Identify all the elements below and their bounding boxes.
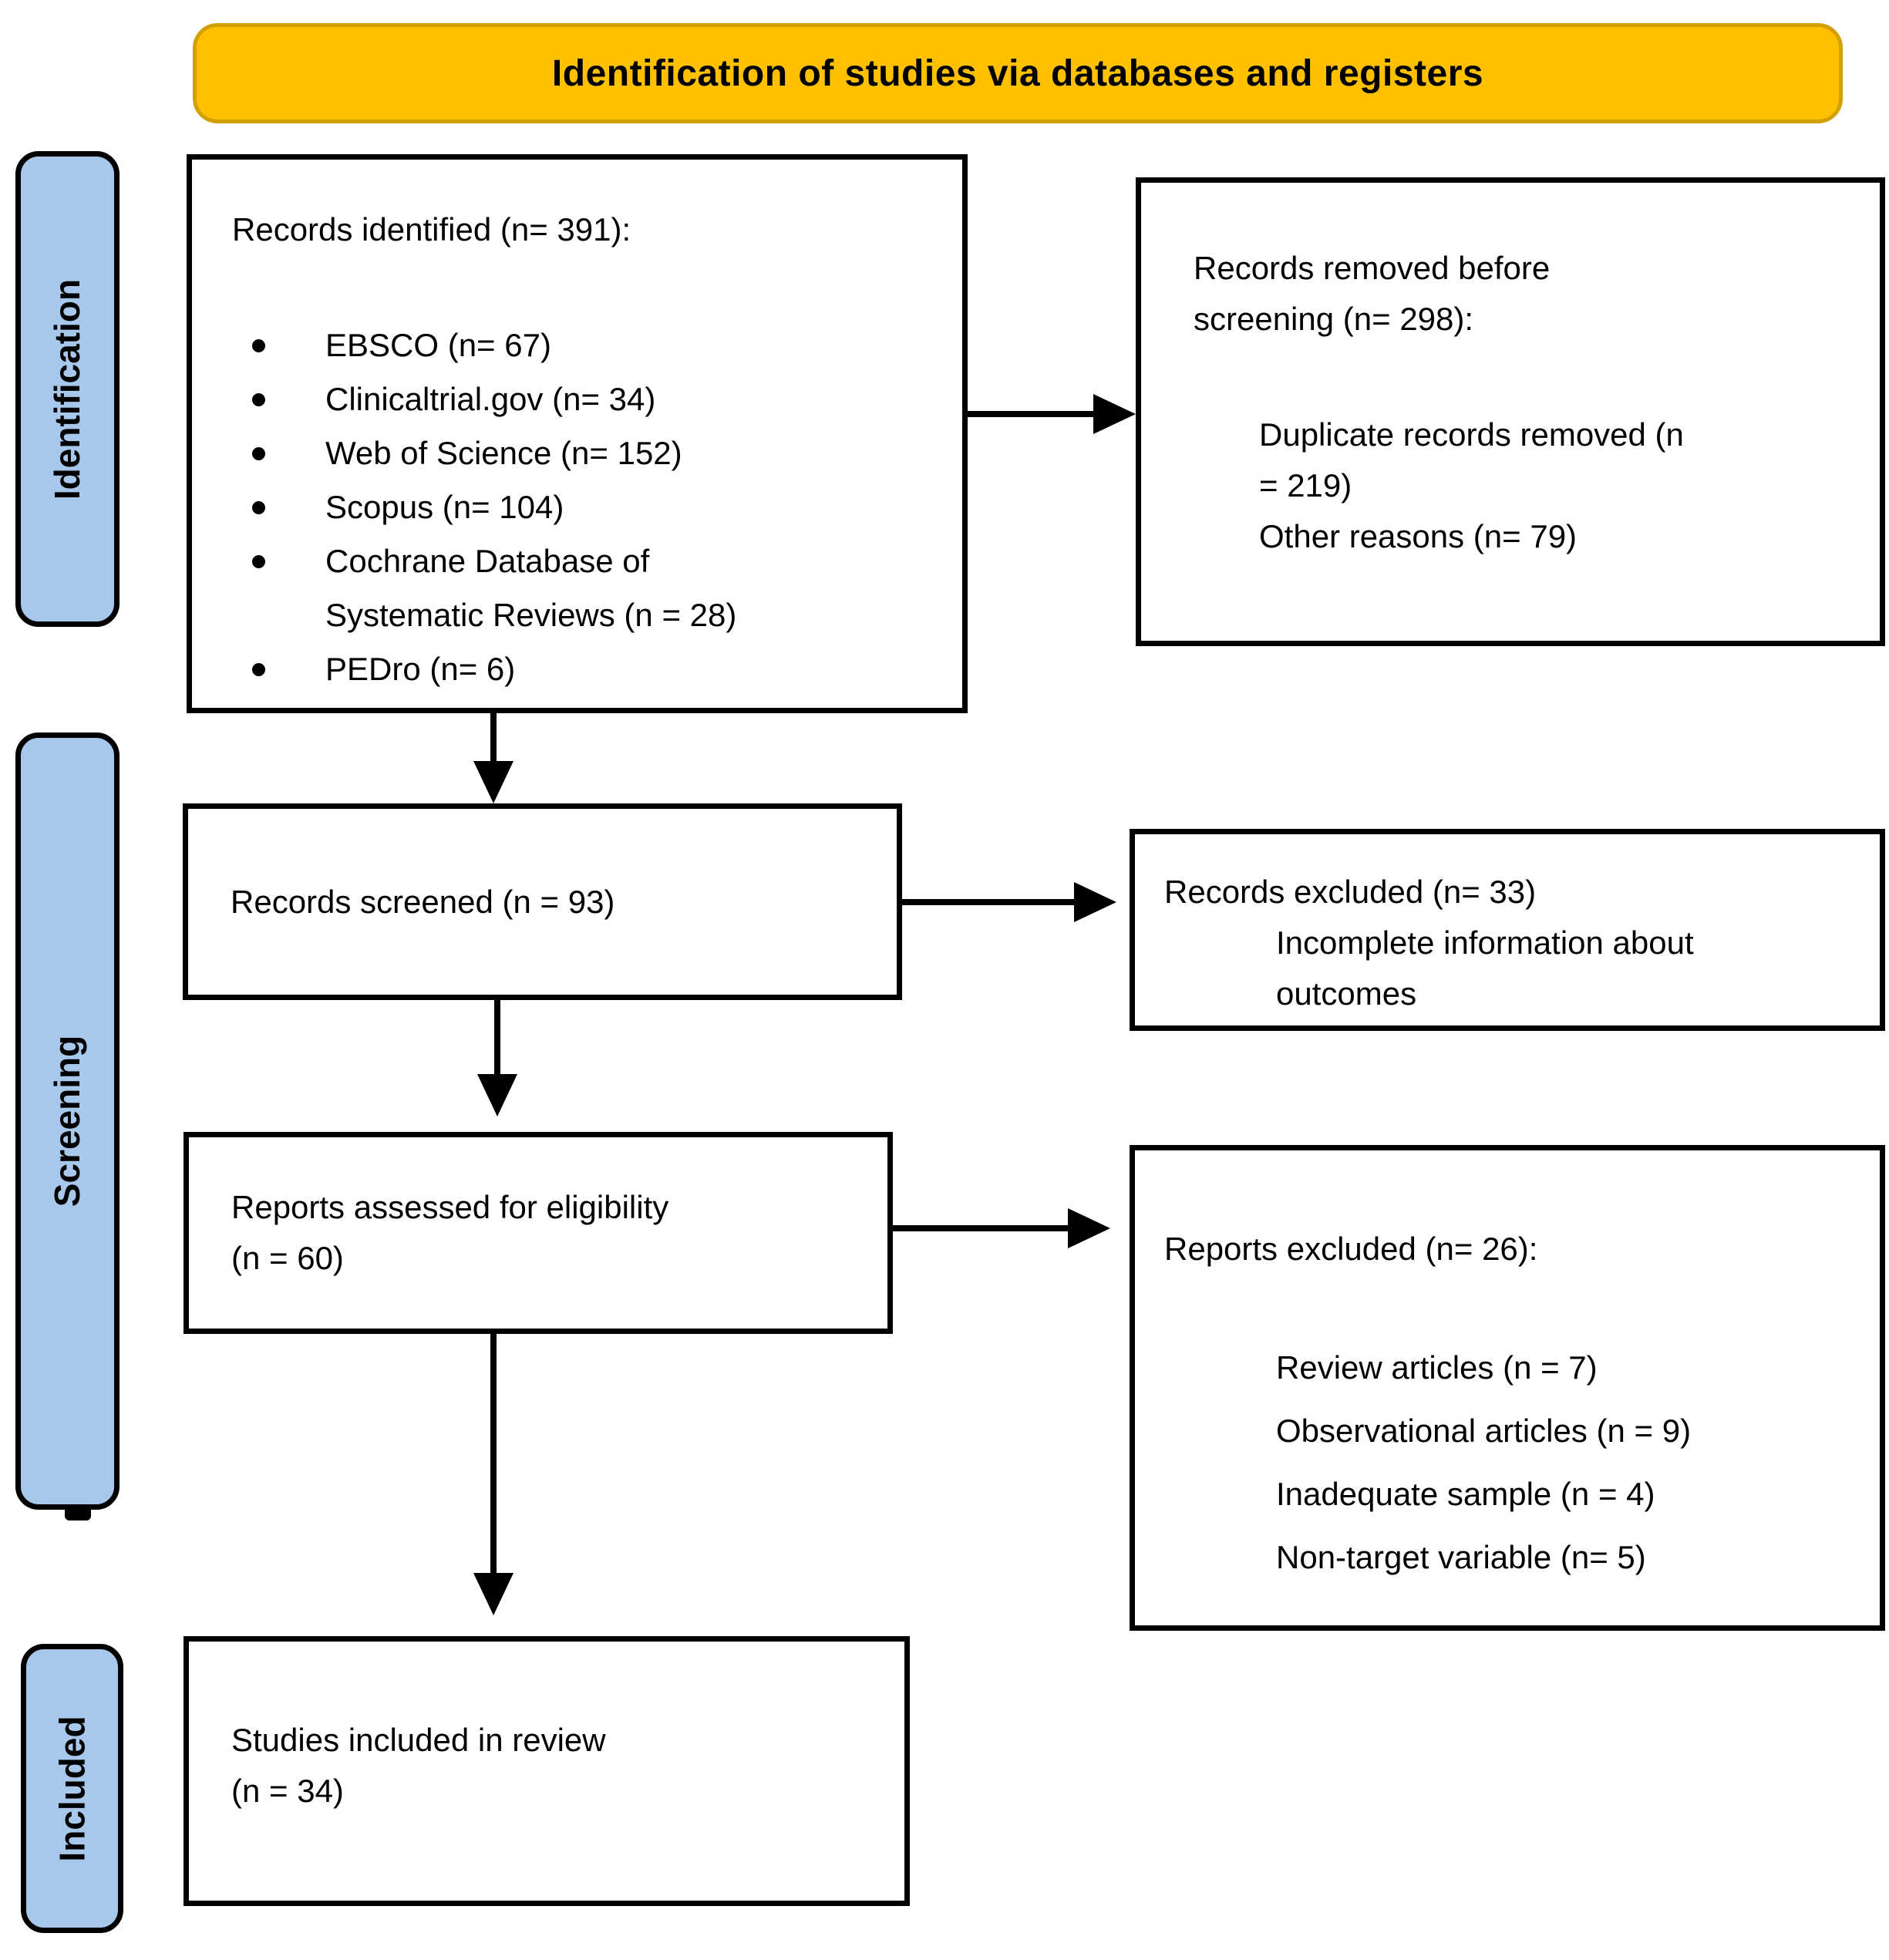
arrow-identified-to-screened	[473, 713, 513, 803]
arrow-assessed-to-included	[473, 1334, 513, 1615]
list-item: Clinicaltrial.gov (n= 34)	[232, 372, 939, 426]
records-removed-list: Duplicate records removed (n = 219) Othe…	[1259, 409, 1699, 562]
list-item-text: Incomplete information about outcomes	[1276, 924, 1694, 1012]
bullet-icon	[252, 339, 265, 352]
box-reports-excluded: Reports excluded (n= 26): Review article…	[1130, 1145, 1885, 1631]
list-item-text: Review articles (n = 7)	[1276, 1349, 1598, 1386]
reports-excluded-list: Review articles (n = 7) Observational ar…	[1276, 1336, 1831, 1589]
arrow-assessed-to-reports-excluded	[893, 1208, 1110, 1248]
title-banner-label: Identification of studies via databases …	[551, 52, 1484, 94]
list-item: Web of Science (n= 152)	[232, 426, 939, 480]
list-item-text: Scopus (n= 104)	[325, 489, 564, 525]
list-item: EBSCO (n= 67)	[232, 318, 939, 372]
bullet-icon	[252, 393, 265, 406]
box-records-removed: Records removed before screening (n= 298…	[1136, 177, 1885, 646]
stage-label-identification: Identification	[15, 151, 120, 627]
box-records-identified: Records identified (n= 391): EBSCO (n= 6…	[187, 154, 968, 713]
stage-label-screening: Screening	[15, 732, 120, 1510]
stage-label-included-text: Included	[52, 1715, 93, 1862]
box-records-excluded: Records excluded (n= 33) Incomplete info…	[1130, 829, 1885, 1031]
list-item-text: Inadequate sample (n = 4)	[1276, 1476, 1655, 1512]
reports-assessed-line1: Reports assessed for eligibility	[231, 1189, 669, 1225]
list-item-text: Non-target variable (n= 5)	[1276, 1539, 1646, 1575]
list-item-text: Web of Science (n= 152)	[325, 435, 682, 471]
studies-included-line1: Studies included in review	[231, 1722, 606, 1758]
box-reports-assessed: Reports assessed for eligibility (n = 60…	[184, 1132, 893, 1334]
box-studies-included: Studies included in review (n = 34)	[184, 1636, 910, 1906]
bullet-icon	[252, 447, 265, 460]
studies-included-line2: (n = 34)	[231, 1773, 344, 1809]
list-item-text: Duplicate records removed (n = 219)	[1259, 416, 1684, 503]
records-screened-title: Records screened (n = 93)	[231, 883, 615, 920]
reports-excluded-title: Reports excluded (n= 26):	[1164, 1231, 1538, 1267]
arrow-screened-to-assessed	[477, 1000, 517, 1116]
list-item: PEDro (n= 6)	[232, 642, 939, 696]
records-removed-title: Records removed before screening (n= 298…	[1194, 250, 1551, 337]
arrow-identified-to-removed	[968, 394, 1136, 434]
bullet-icon	[252, 663, 265, 676]
list-item-text: PEDro (n= 6)	[325, 651, 516, 687]
records-excluded-title: Records excluded (n= 33)	[1164, 874, 1537, 910]
title-banner: Identification of studies via databases …	[193, 23, 1843, 123]
records-identified-title: Records identified (n= 391):	[232, 211, 631, 248]
arrow-screened-to-records-excluded	[902, 882, 1116, 922]
reports-assessed-line2: (n = 60)	[231, 1240, 344, 1276]
bullet-icon	[252, 501, 265, 514]
screening-label-notch	[65, 1505, 91, 1521]
stage-label-included: Included	[21, 1644, 123, 1933]
stage-label-screening-text: Screening	[47, 1035, 88, 1207]
list-item-text: Other reasons (n= 79)	[1259, 518, 1578, 554]
list-item: Cochrane Database of Systematic Reviews …	[232, 534, 939, 642]
list-item-text: EBSCO (n= 67)	[325, 327, 551, 363]
records-excluded-list: Incomplete information about outcomes	[1276, 918, 1769, 1019]
bullet-icon	[252, 555, 265, 568]
list-item-text: Observational articles (n = 9)	[1276, 1413, 1692, 1449]
records-identified-list: EBSCO (n= 67) Clinicaltrial.gov (n= 34) …	[232, 318, 939, 696]
box-records-screened: Records screened (n = 93)	[183, 803, 902, 1000]
list-item-text: Clinicaltrial.gov (n= 34)	[325, 381, 656, 417]
stage-label-identification-text: Identification	[47, 278, 88, 500]
list-item-text: Cochrane Database of Systematic Reviews …	[325, 543, 737, 633]
list-item: Scopus (n= 104)	[232, 480, 939, 534]
